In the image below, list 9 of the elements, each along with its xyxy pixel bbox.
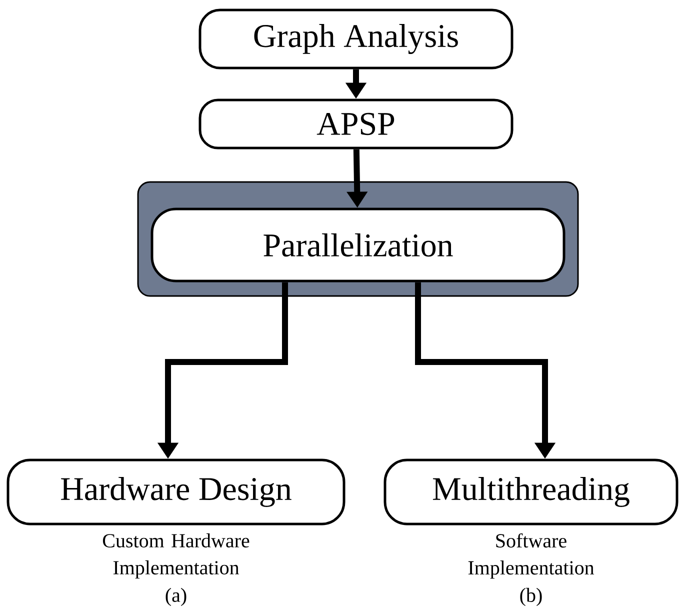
process-box: APSP: [198, 98, 514, 150]
process-box: Parallelization: [150, 208, 566, 282]
process-box: Hardware Design: [6, 458, 346, 526]
process-box: Graph Analysis: [198, 8, 514, 70]
caption-text: (b): [520, 588, 542, 606]
caption-text: Software Implementation: [468, 533, 594, 579]
caption-text: Custom Hardware Implementation: [102, 533, 250, 579]
caption-text: (a): [166, 588, 186, 606]
process-box: Multithreading: [384, 458, 678, 526]
